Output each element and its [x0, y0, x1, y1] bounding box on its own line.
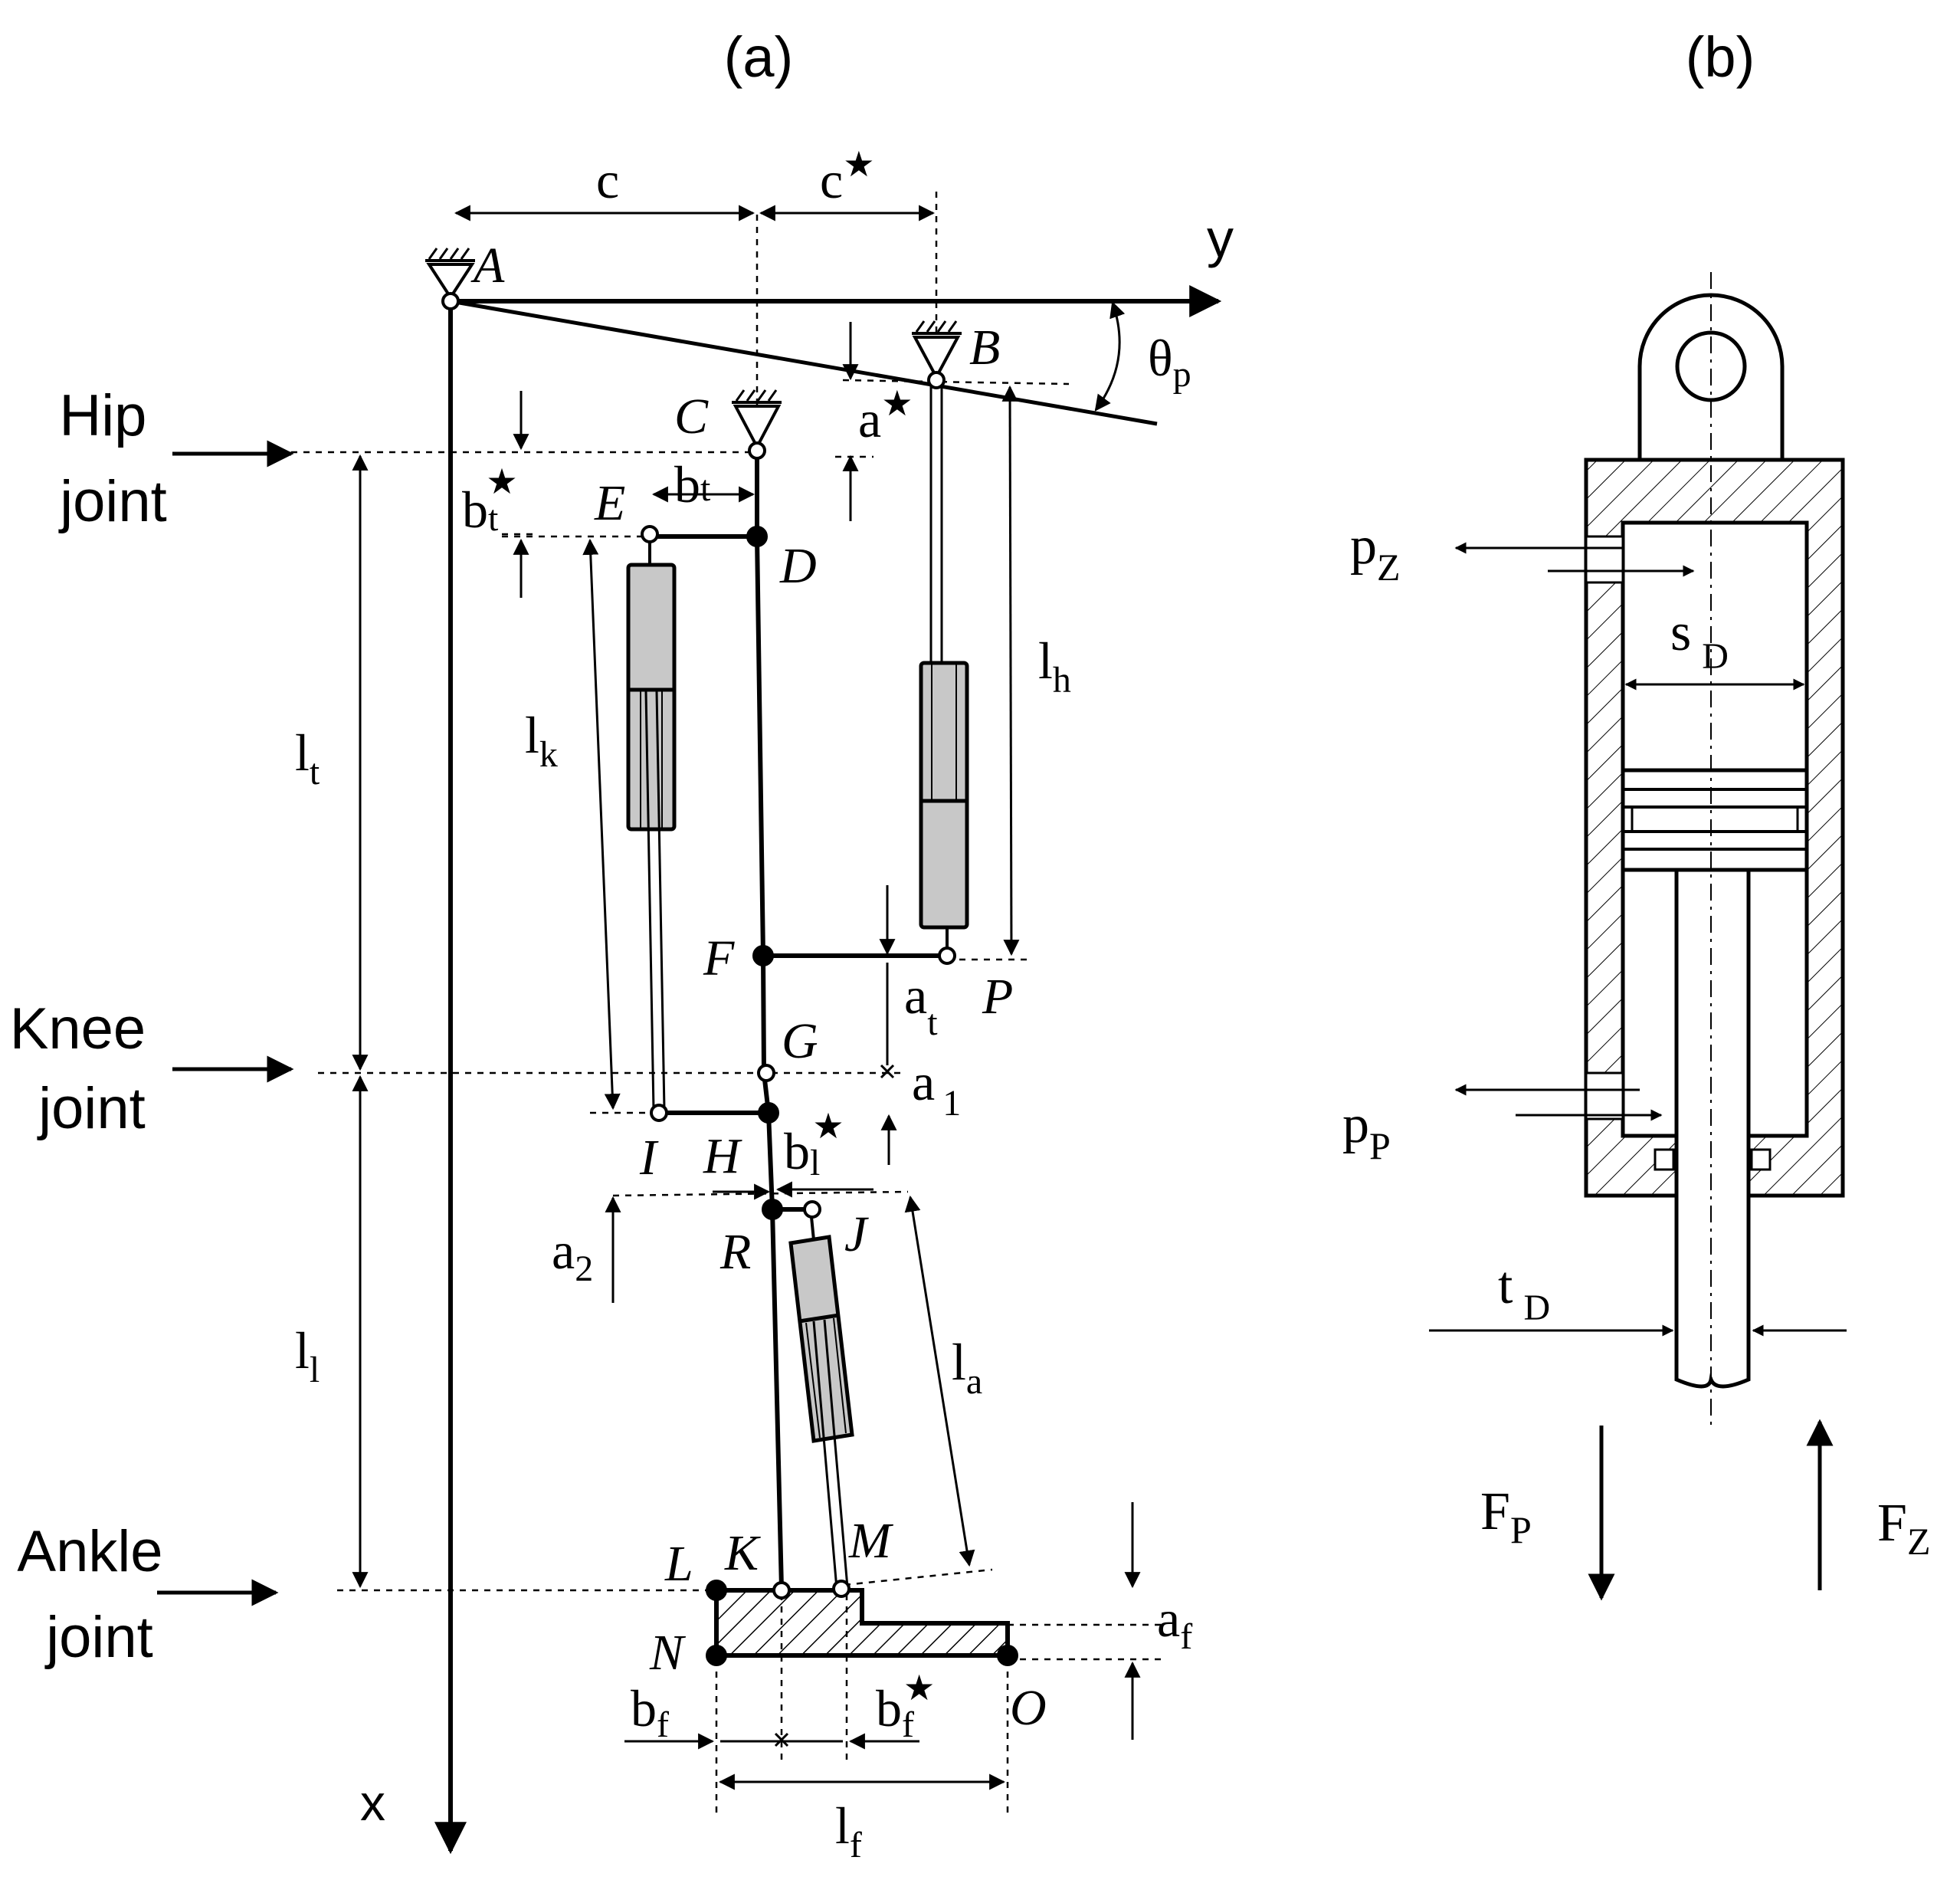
label-B: B: [969, 320, 1000, 376]
ground-support-A: [425, 248, 475, 300]
dim-l-a: la: [952, 1333, 982, 1402]
dim-b-f-star: bf★: [876, 1668, 935, 1745]
dim-a-f: af: [1157, 1590, 1192, 1657]
pelvis-line: [450, 299, 1158, 426]
hydraulic-cylinder: [1584, 272, 1845, 1426]
pin-M: [832, 1580, 851, 1598]
joint-R: [762, 1199, 783, 1220]
label-L: L: [664, 1536, 693, 1592]
x-axis-label: x: [360, 1774, 385, 1831]
dim-theta-p: θp: [1148, 329, 1191, 395]
panel-b: (b): [1342, 25, 1930, 1601]
panel-b-label: (b): [1686, 25, 1755, 89]
pin-I: [650, 1104, 668, 1122]
pin-J: [803, 1200, 821, 1219]
label-I: I: [639, 1130, 659, 1186]
pin-P: [938, 947, 956, 965]
label-J: J: [844, 1206, 869, 1262]
dim-b-t: bt: [674, 455, 711, 513]
dim-c: c: [596, 151, 619, 209]
label-E: E: [594, 475, 625, 531]
dim-l-l: ll: [295, 1321, 320, 1390]
y-axis-label: y: [1207, 208, 1234, 268]
joint-markers: [441, 292, 1018, 1666]
knee-joint-label: Knee joint: [10, 996, 162, 1141]
label-A: A: [470, 238, 505, 294]
joint-D: [746, 526, 768, 547]
label-F-Z: FZ: [1877, 1494, 1930, 1563]
dim-l-t: lt: [295, 723, 320, 792]
joint-O: [997, 1645, 1018, 1666]
ankle-joint-label: Ankle joint: [17, 1519, 179, 1670]
panel-a: (a) y x: [10, 25, 1234, 1865]
joint-L: [706, 1580, 727, 1601]
dim-b-t-star: bt★: [462, 462, 518, 539]
pin-C: [748, 441, 766, 460]
joint-labels: Hip joint Knee joint Ankle joint: [10, 383, 294, 1670]
pin-A: [441, 292, 460, 310]
label-O: O: [1010, 1680, 1047, 1736]
foot: [714, 1588, 1010, 1658]
point-labels: A B C D E F P G H I R J K L M N O: [470, 238, 1047, 1736]
dim-l-h: lh: [1038, 632, 1071, 700]
label-p-P: pP: [1342, 1095, 1391, 1167]
panel-a-label: (a): [724, 25, 793, 89]
label-K: K: [724, 1525, 761, 1581]
joint-F: [752, 945, 774, 966]
label-F-P: FP: [1480, 1482, 1532, 1551]
pin-B: [927, 371, 946, 389]
label-D: D: [779, 538, 817, 594]
label-p-Z: pZ: [1350, 517, 1401, 589]
flow-arrows: [1429, 542, 1847, 1601]
joint-H: [758, 1102, 779, 1124]
label-G: G: [782, 1013, 818, 1069]
hip-joint-label: Hip joint: [58, 383, 166, 534]
joint-N: [706, 1645, 727, 1666]
ankle-actuator: [788, 1209, 854, 1590]
label-M: M: [848, 1513, 894, 1569]
dim-a-t: at: [904, 966, 938, 1043]
dimension-lines: [352, 205, 1141, 1790]
dim-b-f: bf: [631, 1679, 669, 1745]
knee-actuator: [626, 536, 677, 1111]
dim-a-star: a★: [858, 384, 913, 448]
ground-support-B: [912, 320, 962, 381]
coordinate-axes: y x: [360, 208, 1234, 1855]
label-N: N: [649, 1625, 687, 1681]
hip-actuator: [919, 381, 969, 956]
pin-K: [772, 1581, 791, 1599]
pin-E: [641, 525, 659, 543]
label-R: R: [719, 1224, 751, 1280]
dim-b-l-star: bl★: [784, 1107, 844, 1183]
label-F: F: [703, 930, 735, 986]
ground-support-C: [732, 389, 782, 451]
leg-link: [755, 451, 784, 1590]
label-H: H: [703, 1128, 742, 1184]
dim-l-f: lf: [835, 1796, 862, 1865]
dim-c-star: c★: [820, 145, 874, 209]
dim-a-2: a2: [552, 1222, 593, 1289]
label-C: C: [674, 389, 709, 445]
dim-l-k: lk: [525, 706, 558, 775]
label-P: P: [982, 969, 1013, 1025]
pin-G: [757, 1064, 775, 1082]
